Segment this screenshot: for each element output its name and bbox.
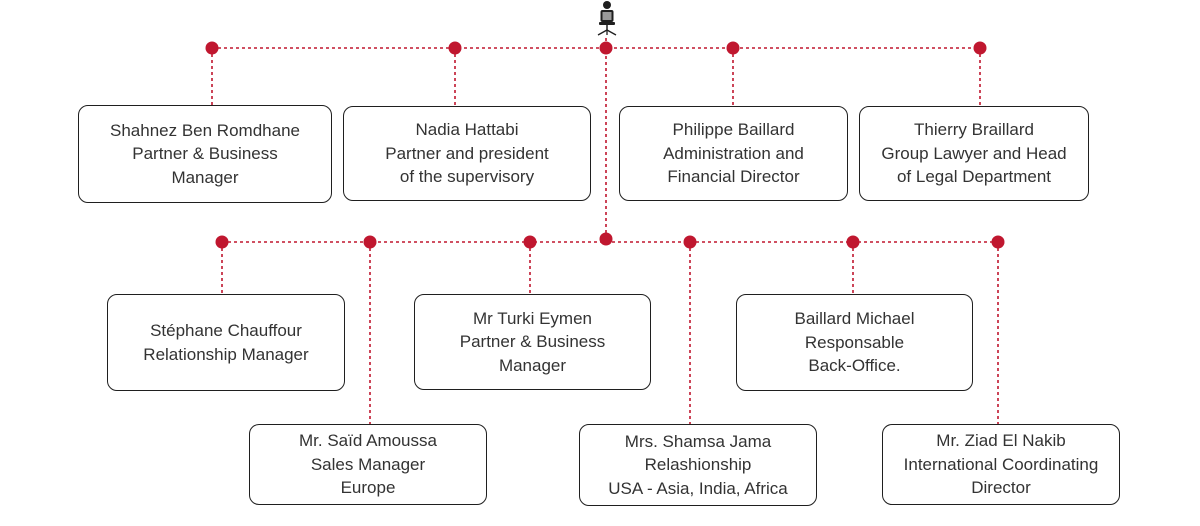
- connector-dot: [846, 235, 860, 249]
- node-name: Stéphane Chauffour: [150, 321, 302, 340]
- connector-dot: [683, 235, 697, 249]
- node-name: Mr Turki Eymen: [472, 308, 593, 328]
- office-chair-person-icon: [597, 1, 617, 36]
- node-role-line: of the supervisory: [399, 167, 535, 187]
- node-role-line: Manager: [498, 355, 567, 375]
- node-role-line: Relationship Manager: [143, 344, 309, 364]
- connector-dot: [448, 41, 462, 55]
- node-philippe-baillard: Philippe Baillard Administration and Fin…: [619, 106, 848, 201]
- node-role-line: of Legal Department: [896, 167, 1052, 187]
- node-role-line: Partner & Business: [132, 144, 278, 164]
- node-role-line: Group Lawyer and Head: [881, 143, 1067, 163]
- node-role-line: Sales Manager: [310, 454, 426, 474]
- node-name: Shahnez Ben Romdhane: [110, 120, 300, 140]
- node-name: Mr. Ziad El Nakib: [936, 431, 1066, 451]
- node-name: Mr. Saïd Amoussa: [299, 431, 437, 451]
- node-role-line: International Coordinating: [903, 454, 1099, 474]
- node-name: Philippe Baillard: [672, 120, 795, 140]
- node-name: Thierry Braillard: [914, 120, 1034, 140]
- node-ziad-el-nakib: Mr. Ziad El Nakib International Coordina…: [882, 424, 1120, 505]
- connector-dot: [363, 235, 377, 249]
- node-name: Baillard Michael: [794, 309, 915, 329]
- node-name: Mrs. Shamsa Jama: [624, 431, 772, 451]
- node-nadia-hattabi: Nadia Hattabi Partner and president of t…: [343, 106, 591, 201]
- connector-dot: [726, 41, 740, 55]
- connector-dot: [599, 232, 613, 246]
- connector-dot: [215, 235, 229, 249]
- node-role-line: Partner & Business: [459, 332, 606, 352]
- node-role-line: Partner and president: [385, 143, 549, 163]
- node-thierry-braillard: Thierry Braillard Group Lawyer and Head …: [859, 106, 1089, 201]
- node-role-line: Relashionship: [644, 455, 752, 475]
- node-role-line: Europe: [340, 478, 396, 498]
- connector-dot: [205, 41, 219, 55]
- node-role-line: Financial Director: [667, 167, 800, 187]
- connector-dot: [991, 235, 1005, 249]
- node-name: Nadia Hattabi: [415, 120, 519, 140]
- node-said-amoussa: Mr. Saïd Amoussa Sales Manager Europe: [249, 424, 487, 505]
- node-baillard-michael: Baillard Michael Responsable Back-Office…: [736, 294, 973, 391]
- connector-dot: [523, 235, 537, 249]
- node-role-line: Director: [971, 478, 1031, 498]
- node-shahnez-ben-romdhane: Shahnez Ben Romdhane Partner & Business …: [78, 105, 332, 203]
- node-role-line: Manager: [171, 167, 239, 187]
- connector-dot: [599, 41, 613, 55]
- node-role-line: Administration and: [663, 143, 804, 163]
- node-role-line: Back-Office.: [808, 356, 901, 376]
- node-stephane-chauffour: Stéphane Chauffour Relationship Manager: [107, 294, 345, 391]
- node-shamsa-jama: Mrs. Shamsa Jama Relashionship USA - Asi…: [579, 424, 817, 506]
- node-turki-eymen: Mr Turki Eymen Partner & Business Manage…: [414, 294, 651, 390]
- node-role-line: Responsable: [804, 332, 905, 352]
- connector-dot: [973, 41, 987, 55]
- node-role-line: USA - Asia, India, Africa: [608, 478, 788, 498]
